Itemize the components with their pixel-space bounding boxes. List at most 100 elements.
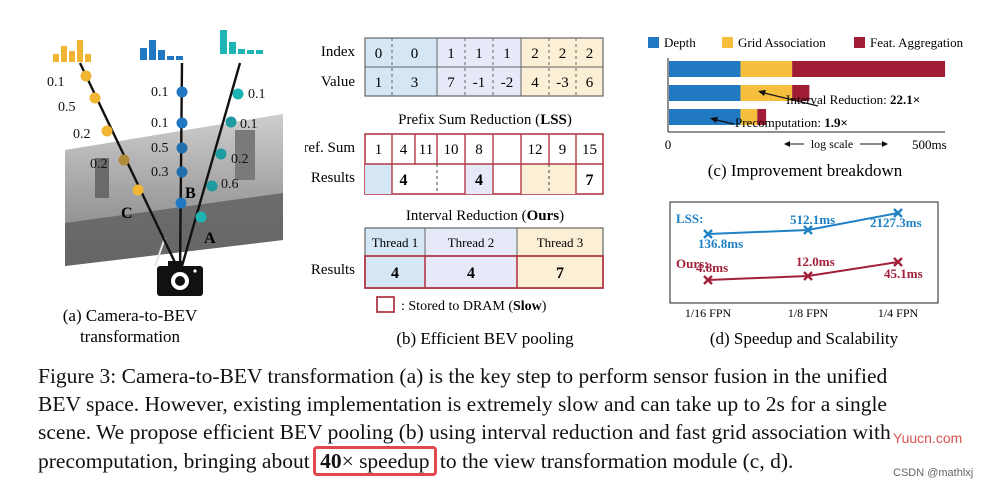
prob-b-1: 0.1 [151,116,169,131]
caption-line-2: BEV space. However, existing implementat… [38,392,887,416]
interval-result-3: 7 [556,265,564,282]
series-data-label: 512.1ms [790,212,835,227]
interval-result-2: 4 [467,265,475,282]
ray-label-b: B [185,185,196,202]
series-marker [893,208,903,218]
series-data-label: 12.0ms [796,254,835,269]
precompute-arrow [710,117,735,125]
pref-sum-cell: 15 [582,142,597,158]
panel-a-caption-line1: (a) Camera-to-BEV [63,306,198,325]
panel-a-camera-to-bev: 0.1 0.5 0.2 0.2 0.1 0.1 0.5 0.3 0.1 0.1 … [47,30,283,346]
legend-grid: Grid Association [738,35,826,50]
ray-b-points [175,86,188,209]
prob-c-2: 0.2 [73,127,91,142]
bar-agg [757,109,767,125]
series-marker [893,257,903,267]
panel-c-improvement-breakdown: Depth Grid Association Feat. Aggregation… [648,35,964,180]
thread-2-label: Thread 2 [448,235,495,250]
prob-c-3: 0.2 [90,157,108,172]
prob-b-2: 0.5 [151,141,169,156]
interval-arrow [758,90,819,107]
prefix-result-cell: 4 [475,172,483,189]
c-axis-start: 0 [665,137,672,152]
index-label: Index [321,44,356,60]
interval-results-label: Results [311,262,355,278]
prefix-results-label: Results [311,170,355,186]
prefix-sum-table [364,133,604,195]
camera-icon [157,261,203,296]
bar-agg [792,85,810,101]
value-label: Value [321,74,355,90]
panel-a-caption-line2: transformation [80,327,181,346]
prob-a-3: 0.6 [221,177,239,192]
value-cell: 6 [586,75,594,91]
prob-c-1: 0.5 [58,100,76,115]
prefix-result-cell: 7 [586,172,594,189]
ray-a [178,62,242,274]
x-tick-label: 1/8 FPN [788,306,829,320]
index-cell: 0 [375,46,383,62]
thread-1-label: Thread 1 [372,235,419,250]
prob-b-3: 0.3 [151,165,169,180]
value-cell: 3 [411,75,419,91]
value-cell: -2 [501,75,514,91]
panel-d-caption: (d) Speedup and Scalability [710,329,899,348]
log-scale-arrow [784,141,888,147]
prob-c-0: 0.1 [47,75,65,90]
c-axis-end: 500ms [912,137,947,152]
histogram-c [53,40,91,62]
interval-annotation: Interval Reduction: 22.1× [786,92,920,107]
series-marker [803,225,813,235]
interval-result-1: 4 [391,265,399,282]
series-data-label: 2127.3ms [870,215,922,230]
caption-line-4: precomputation, bringing about 40× speed… [38,446,983,476]
precompute-annotation: Precomputation: 1.9× [735,115,848,130]
x-tick-label: 1/4 FPN [878,306,919,320]
watermark-site: Yuucn.com [893,430,963,446]
series-marker [803,271,813,281]
dram-legend-swatch [376,296,395,313]
panel-c-legend: Depth Grid Association Feat. Aggregation [648,35,964,50]
series-data-label: 4.8ms [696,260,728,275]
legend-agg: Feat. Aggregation [870,35,964,50]
histogram-a [220,30,263,54]
caption-line-3: scene. We propose efficient BEV pooling … [38,420,891,444]
ray-c-points [80,70,144,196]
prob-a-0: 0.1 [248,87,266,102]
watermark-csdn: CSDN @mathlxj [893,467,974,479]
bar-depth [669,61,741,77]
pref-sum-cell: 12 [528,142,543,158]
pref-sum-cell: 4 [400,142,408,158]
index-cell: 1 [475,46,483,62]
value-cell: 4 [531,75,539,91]
prob-b-0: 0.1 [151,85,169,100]
figure-caption: Figure 3: Camera-to-BEV transformation (… [38,362,983,476]
dram-legend-text: : Stored to DRAM (Slow) [401,299,547,314]
series-lss-label: LSS: [676,211,703,226]
bar-depth [669,85,741,101]
bar-grid [740,109,758,125]
bar-grid [740,61,793,77]
pref-sum-cell: 8 [475,142,483,158]
index-cell: 1 [503,46,511,62]
index-value-table [364,37,604,97]
ray-label-c: C [121,205,133,222]
panel-d-frame [669,201,939,304]
ray-a-points [195,88,244,223]
index-cell: 1 [447,46,455,62]
series-marker [703,229,713,239]
value-cell: -1 [473,75,486,91]
prefix-sum-title: Prefix Sum Reduction (LSS) [398,112,572,128]
panel-c-caption: (c) Improvement breakdown [708,161,903,180]
value-cell: 7 [447,75,455,91]
series-data-label: 45.1ms [884,266,923,281]
panel-b-caption: (b) Efficient BEV pooling [396,329,574,348]
c-axis-note: log scale [811,137,853,151]
series-marker [703,275,713,285]
pref-sum-cell: 11 [419,142,433,158]
speedup-highlight: 40× speedup [313,446,437,476]
caption-line-1: Figure 3: Camera-to-BEV transformation (… [38,364,888,388]
interval-table [364,227,604,289]
